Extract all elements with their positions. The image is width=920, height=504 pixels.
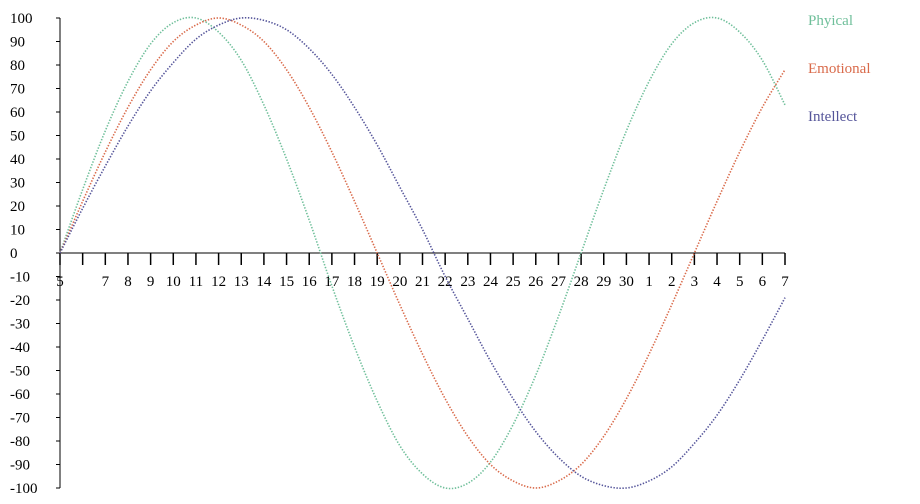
y-tick-label: 20 (10, 199, 25, 215)
x-tick-label: 15 (279, 274, 294, 290)
x-tick-label: 30 (619, 274, 634, 290)
y-tick-label: 90 (10, 35, 25, 51)
x-tick-label: 1 (645, 274, 653, 290)
series-line-emotional (59, 17, 786, 489)
y-tick-label: -50 (10, 364, 30, 380)
legend-label-emotional: Emotional (808, 61, 871, 77)
y-tick-label: -10 (10, 270, 30, 286)
x-tick-label: 5 (56, 274, 64, 290)
x-tick-label: 21 (415, 274, 430, 290)
x-tick-label: 2 (668, 274, 676, 290)
y-tick-label: 70 (10, 82, 25, 98)
x-tick-label: 19 (370, 274, 385, 290)
x-tick-label: 28 (574, 274, 589, 290)
y-tick-label: 60 (10, 105, 25, 121)
x-tick-label: 7 (781, 274, 789, 290)
y-axis: 1009080706050403020100-10-20-30-40-50-60… (10, 11, 61, 497)
x-tick-label: 11 (189, 274, 203, 290)
x-tick-label: 26 (528, 274, 544, 290)
series-line-intellect (59, 16, 786, 490)
y-tick-label: 40 (10, 152, 25, 168)
series-lines (59, 16, 786, 490)
y-tick-label: -80 (10, 434, 30, 450)
x-tick-label: 29 (596, 274, 611, 290)
y-tick-label: 0 (10, 246, 18, 262)
x-tick-label: 20 (392, 274, 407, 290)
x-tick-label: 23 (460, 274, 475, 290)
x-tick-label: 16 (302, 274, 318, 290)
y-tick-label: -100 (10, 481, 38, 497)
x-tick-label: 14 (256, 274, 272, 290)
x-tick-label: 27 (551, 274, 567, 290)
y-tick-label: 30 (10, 176, 25, 192)
x-tick-label: 7 (102, 274, 110, 290)
x-tick-label: 8 (124, 274, 132, 290)
y-tick-label: -40 (10, 340, 30, 356)
y-tick-label: -20 (10, 293, 30, 309)
x-tick-label: 4 (713, 274, 721, 290)
y-tick-label: -90 (10, 458, 30, 474)
y-tick-label: -60 (10, 387, 30, 403)
x-tick-label: 9 (147, 274, 155, 290)
x-tick-label: 25 (506, 274, 521, 290)
x-tick-label: 22 (438, 274, 453, 290)
x-tick-label: 13 (234, 274, 249, 290)
legend-label-phyical: Phyical (808, 13, 853, 29)
x-tick-label: 10 (166, 274, 181, 290)
legend-label-intellect: Intellect (808, 109, 858, 125)
x-tick-label: 24 (483, 274, 499, 290)
x-tick-label: 18 (347, 274, 362, 290)
y-tick-label: 50 (10, 129, 25, 145)
y-tick-label: -70 (10, 411, 30, 427)
x-tick-label: 3 (691, 274, 699, 290)
y-tick-label: -30 (10, 317, 30, 333)
y-tick-label: 10 (10, 223, 25, 239)
x-tick-label: 5 (736, 274, 744, 290)
x-tick-label: 6 (759, 274, 767, 290)
y-tick-label: 80 (10, 58, 25, 74)
x-tick-label: 12 (211, 274, 226, 290)
x-tick-label: 17 (324, 274, 340, 290)
y-tick-label: 100 (10, 11, 33, 27)
series-line-phyical (59, 16, 786, 490)
